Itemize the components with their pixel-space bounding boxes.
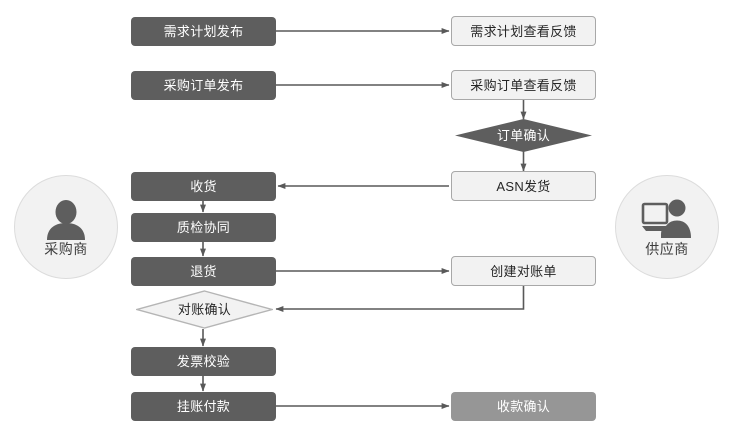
node-label: ASN发货 <box>496 178 551 194</box>
node-label: 采购订单发布 <box>163 78 244 93</box>
node-buyer-return-goods[interactable]: 退货 <box>131 257 276 286</box>
node-supplier-po-view[interactable]: 采购订单查看反馈 <box>451 70 596 100</box>
node-buyer-po-publish[interactable]: 采购订单发布 <box>131 71 276 100</box>
node-buyer-receive-goods[interactable]: 收货 <box>131 172 276 201</box>
node-label: 对账确认 <box>177 302 232 317</box>
person-silhouette-icon <box>40 198 92 240</box>
node-label: 创建对账单 <box>490 263 557 279</box>
node-label: 挂账付款 <box>176 399 231 414</box>
node-label: 退货 <box>190 264 217 279</box>
node-buyer-invoice-verification[interactable]: 发票校验 <box>131 347 276 376</box>
node-label: 订单确认 <box>496 128 551 143</box>
edge-create-statement-to-recon-confirm <box>275 286 525 312</box>
node-buyer-reconciliation-confirm[interactable]: 对账确认 <box>136 290 273 329</box>
node-label: 发票校验 <box>176 354 231 369</box>
node-buyer-demand-plan-publish[interactable]: 需求计划发布 <box>131 17 276 46</box>
person-at-computer-icon <box>641 198 693 240</box>
actor-buyer[interactable]: 采购商 <box>14 175 118 279</box>
node-label: 质检协同 <box>176 220 231 235</box>
node-buyer-quality-collaboration[interactable]: 质检协同 <box>131 213 276 242</box>
node-supplier-receipt-confirm[interactable]: 收款确认 <box>451 392 596 421</box>
node-supplier-create-statement[interactable]: 创建对账单 <box>451 256 596 286</box>
node-label: 需求计划发布 <box>163 24 244 39</box>
node-label: 采购订单查看反馈 <box>470 77 577 93</box>
node-supplier-demand-plan-view[interactable]: 需求计划查看反馈 <box>451 16 596 46</box>
node-buyer-payable-payment[interactable]: 挂账付款 <box>131 392 276 421</box>
node-label: 收货 <box>190 179 217 194</box>
node-label: 需求计划查看反馈 <box>470 23 577 39</box>
actor-buyer-label: 采购商 <box>44 241 88 257</box>
node-supplier-order-confirm[interactable]: 订单确认 <box>455 119 592 152</box>
node-supplier-asn-shipment[interactable]: ASN发货 <box>451 171 596 201</box>
actor-supplier[interactable]: 供应商 <box>615 175 719 279</box>
actor-supplier-label: 供应商 <box>645 241 689 257</box>
node-label: 收款确认 <box>496 399 551 414</box>
